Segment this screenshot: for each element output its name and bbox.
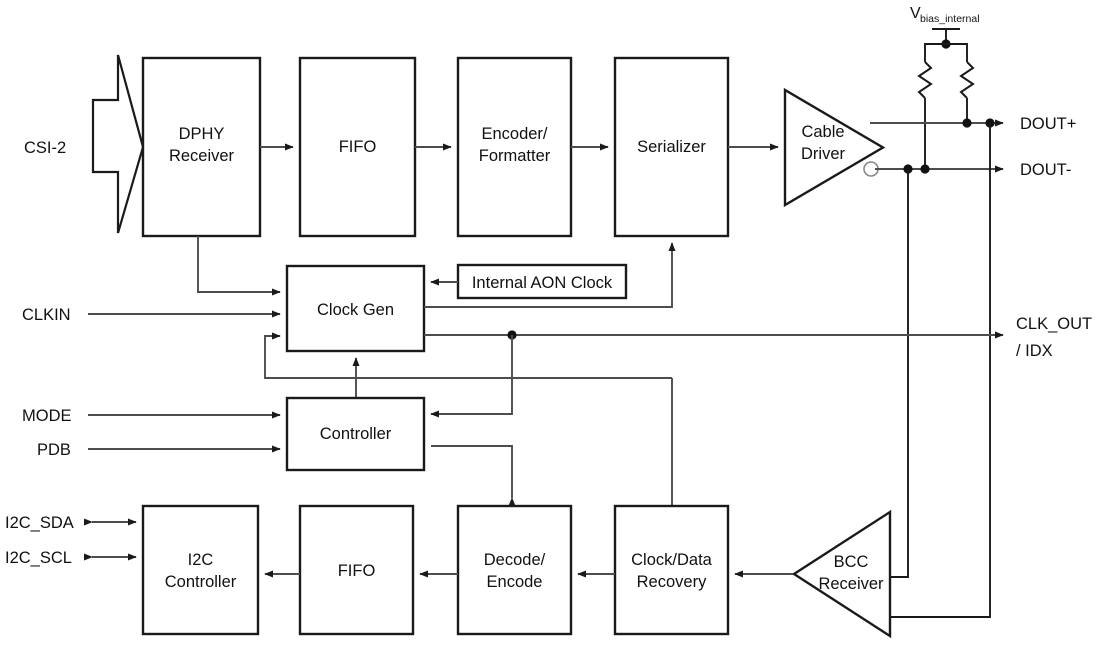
- bias-resistor-right: [959, 61, 975, 99]
- block-label-cdr-line2: Recovery: [637, 573, 707, 591]
- wire-dphy-to-clockgen: [197, 236, 281, 296]
- bias-resistor-left: [917, 61, 933, 99]
- block-label-bcc-line2: Receiver: [818, 575, 884, 593]
- port-label-pdb: PDB: [37, 441, 71, 459]
- block-label-dphy-line1: DPHY: [179, 125, 225, 143]
- wire-clkout-tap-to-controller: [430, 335, 513, 418]
- block-label-cdr-line1: Clock/Data: [631, 551, 713, 569]
- port-label-clkout-line1: CLK_OUT: [1016, 315, 1092, 333]
- block-label-dphy-line2: Receiver: [169, 147, 235, 165]
- wire-doutn-to-bcc: [890, 169, 909, 578]
- block-fifo-top[interactable]: [298, 56, 417, 238]
- block-cable-driver[interactable]: [783, 87, 886, 208]
- block-label-encoder-line2: Formatter: [479, 147, 551, 165]
- vbias-label-main: V: [910, 5, 921, 22]
- block-internal-aon-clock[interactable]: [456, 263, 628, 300]
- wire-controller-to-decode: [431, 445, 516, 507]
- wire-cdr-feedback-to-clockgen: [264, 332, 672, 379]
- port-label-mode: MODE: [22, 407, 72, 425]
- wire-doutp-to-bcc: [890, 123, 991, 618]
- port-label-i2c-scl: I2C_SCL: [5, 549, 72, 567]
- block-clock-gen[interactable]: [285, 264, 426, 353]
- block-label-decode-line1: Decode/: [484, 551, 546, 569]
- junction-doutp-res: [962, 118, 972, 128]
- block-label-decode-line2: Encode: [487, 573, 543, 591]
- block-label-i2c-line2: Controller: [165, 573, 237, 591]
- block-label-i2c-line1: I2C: [188, 551, 214, 569]
- block-label-cabledrv-line2: Driver: [801, 145, 846, 163]
- block-label-serializer: Serializer: [637, 138, 706, 156]
- port-label-clkin: CLKIN: [22, 306, 71, 324]
- block-dphy-receiver[interactable]: [141, 56, 262, 238]
- port-label-csi2: CSI-2: [24, 139, 66, 157]
- block-i2c-controller[interactable]: [141, 504, 260, 636]
- block-decode-encode[interactable]: [456, 504, 573, 636]
- block-clock-data-recovery[interactable]: [613, 504, 730, 636]
- vbias-bridge-right: [946, 43, 968, 62]
- block-label-aon-clock: Internal AON Clock: [472, 274, 613, 292]
- port-label-i2c-sda: I2C_SDA: [5, 514, 74, 532]
- port-label-clkout-line2: / IDX: [1016, 342, 1053, 360]
- block-label-clockgen: Clock Gen: [317, 301, 394, 319]
- vbias-bridge-left: [924, 43, 946, 62]
- block-controller[interactable]: [285, 396, 426, 472]
- block-label-fifo-bottom: FIFO: [338, 562, 376, 580]
- junction-doutn-res: [920, 164, 930, 174]
- vbias-label-subscript: bias_internal: [920, 13, 980, 25]
- block-label-cabledrv-line1: Cable: [801, 123, 844, 141]
- block-bcc-receiver[interactable]: [791, 509, 892, 639]
- port-label-dout-minus: DOUT-: [1020, 161, 1071, 179]
- wire-clockgen-to-serializer: [424, 242, 676, 308]
- block-label-bcc-line1: BCC: [834, 553, 869, 571]
- port-label-dout-plus: DOUT+: [1020, 115, 1076, 133]
- block-label-fifo-top: FIFO: [339, 138, 377, 156]
- block-encoder-formatter[interactable]: [456, 56, 573, 238]
- block-fifo-bottom[interactable]: [298, 504, 415, 636]
- csi2-bus-arrow: [91, 54, 145, 234]
- block-label-controller: Controller: [320, 425, 392, 443]
- block-label-encoder-line1: Encoder/: [481, 125, 547, 143]
